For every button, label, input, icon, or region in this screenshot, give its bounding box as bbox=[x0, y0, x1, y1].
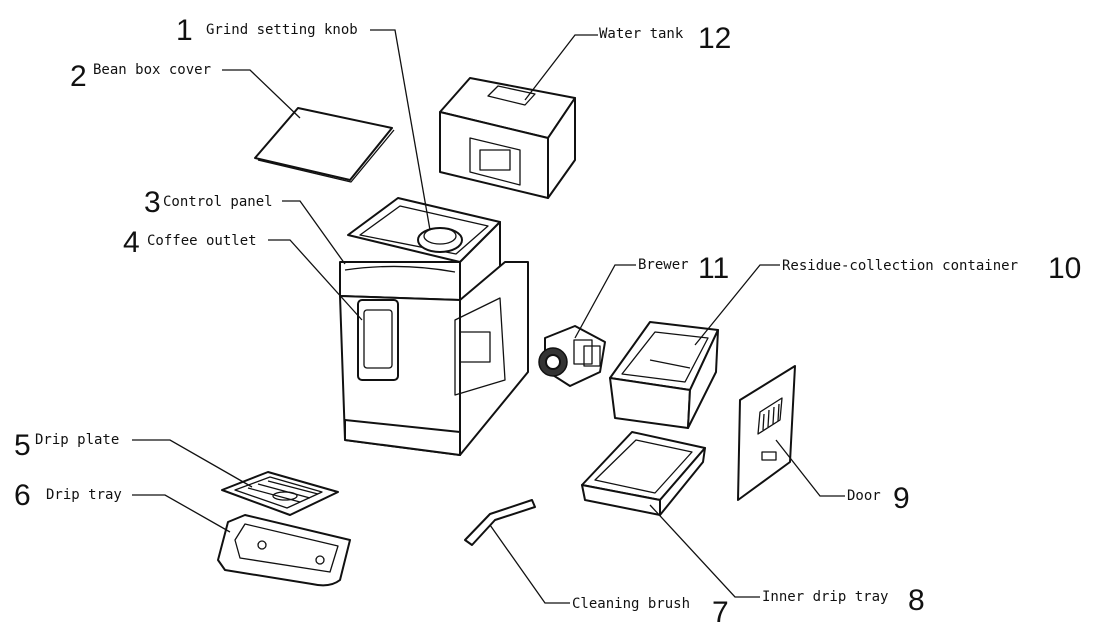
part-number-2: 2 bbox=[70, 60, 87, 93]
part-number-3: 3 bbox=[144, 186, 161, 219]
part-label-control-panel: Control panel bbox=[163, 194, 273, 210]
part-label-drip-plate: Drip plate bbox=[35, 432, 119, 448]
part-number-5: 5 bbox=[14, 429, 31, 462]
part-number-4: 4 bbox=[123, 226, 140, 259]
part-number-12: 12 bbox=[698, 22, 731, 55]
part-label-door: Door bbox=[847, 488, 881, 504]
part-number-8: 8 bbox=[908, 584, 925, 617]
part-label-coffee-outlet: Coffee outlet bbox=[147, 233, 257, 249]
part-label-drip-tray: Drip tray bbox=[46, 487, 122, 503]
part-number-10: 10 bbox=[1048, 252, 1081, 285]
part-number-6: 6 bbox=[14, 479, 31, 512]
drip-plate-drawing bbox=[221, 471, 339, 516]
coffee-machine-body-drawing bbox=[339, 197, 529, 456]
drip-tray-drawing bbox=[217, 514, 351, 587]
part-label-bean-box-cover: Bean box cover bbox=[93, 62, 211, 78]
part-label-water-tank: Water tank bbox=[599, 26, 684, 42]
bean-box-cover-drawing bbox=[254, 107, 395, 183]
part-label-brewer: Brewer bbox=[638, 257, 689, 273]
part-label-cleaning-brush: Cleaning brush bbox=[572, 596, 690, 612]
water-tank-drawing bbox=[439, 77, 576, 199]
brewer-drawing bbox=[538, 325, 606, 387]
door-drawing bbox=[737, 365, 796, 501]
leader-lines bbox=[132, 29, 845, 604]
part-label-grind-setting-knob: Grind setting knob bbox=[206, 22, 358, 38]
cleaning-brush-drawing bbox=[464, 499, 536, 546]
part-label-residue-collection-container: Residue-collection container bbox=[782, 258, 1018, 274]
inner-drip-tray-drawing bbox=[581, 431, 706, 516]
part-number-1: 1 bbox=[176, 14, 193, 47]
part-number-11: 11 bbox=[698, 252, 729, 285]
part-number-7: 7 bbox=[712, 596, 729, 629]
part-label-inner-drip-tray: Inner drip tray bbox=[762, 589, 888, 605]
part-number-9: 9 bbox=[893, 482, 910, 515]
residue-container-drawing bbox=[609, 321, 719, 429]
